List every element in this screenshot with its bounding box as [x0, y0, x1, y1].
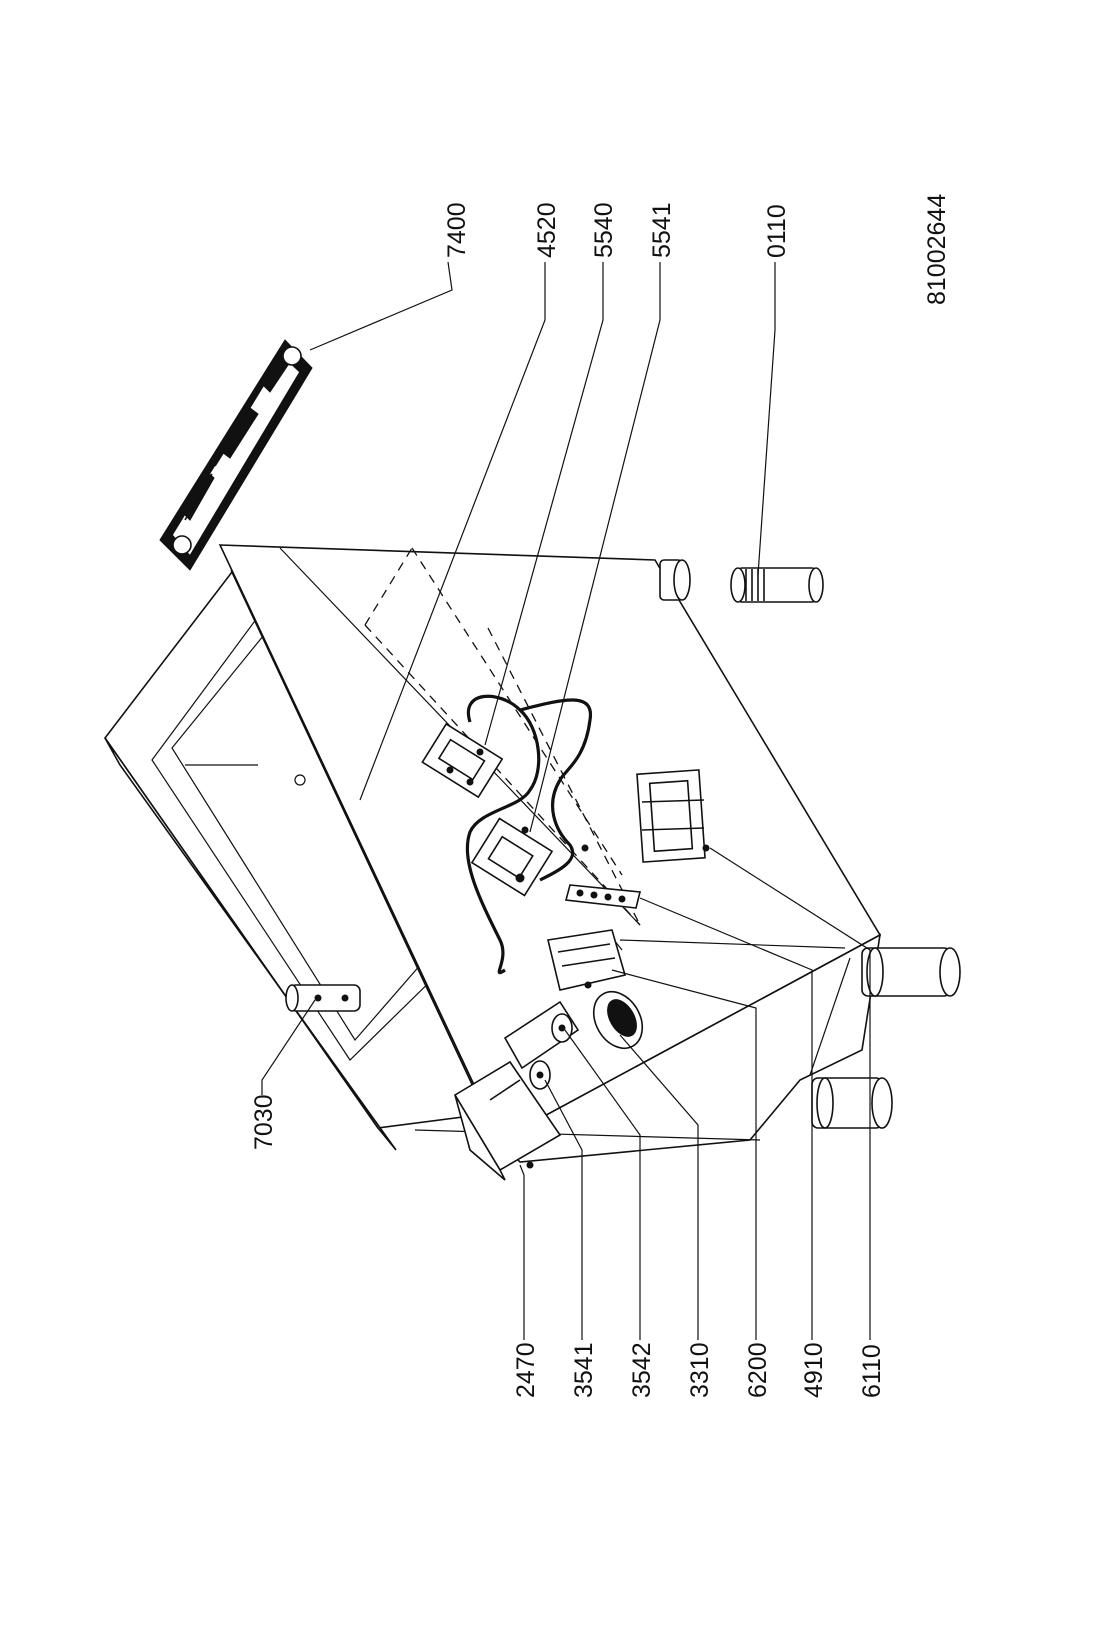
callout-6110: 6110: [858, 1344, 886, 1398]
cabinet-front-panel: [498, 933, 882, 1163]
leg-front-left: [811, 1077, 893, 1129]
drawing-reference-number: 81002644: [923, 194, 951, 305]
part-5541-terminal-strip: [564, 844, 642, 909]
callout-5540: 5540: [590, 202, 618, 258]
part-3310-knob: [592, 990, 644, 1050]
part-5540-thermostat: [470, 817, 554, 897]
callout-7030: 7030: [250, 1094, 278, 1150]
part-7400-handle-grille: [159, 339, 313, 571]
callout-5541: 5541: [648, 202, 676, 258]
part-6110-contactor: [636, 769, 710, 863]
callout-3542: 3542: [628, 1342, 656, 1398]
part-6200-selector-switch: [547, 929, 627, 991]
callout-4910: 4910: [800, 1342, 828, 1398]
leg-rear: [659, 559, 691, 601]
callout-7400: 7400: [443, 202, 471, 258]
callout-3541: 3541: [570, 1342, 598, 1398]
leg-front-right: [861, 947, 961, 997]
callout-4520: 4520: [533, 202, 561, 258]
part-7030-spout: [285, 984, 361, 1012]
capillary-wire: [465, 694, 592, 975]
part-0110-cylinder: [730, 567, 824, 603]
part-3541-3542-lamp-holders: [503, 1000, 580, 1090]
cabinet-body: [104, 544, 882, 1163]
part-4520-switch: [421, 722, 504, 799]
callout-0110: 0110: [763, 204, 791, 258]
legs: [659, 559, 961, 1129]
callout-6200: 6200: [744, 1342, 772, 1398]
callout-2470: 2470: [512, 1342, 540, 1398]
part-2470-control-box: [453, 1060, 562, 1181]
leader-lines: [261, 261, 871, 1340]
callout-labels: 7400 4520 5540 5541 0110 7030 2470 3541 …: [250, 194, 951, 1398]
callout-3310: 3310: [686, 1342, 714, 1398]
